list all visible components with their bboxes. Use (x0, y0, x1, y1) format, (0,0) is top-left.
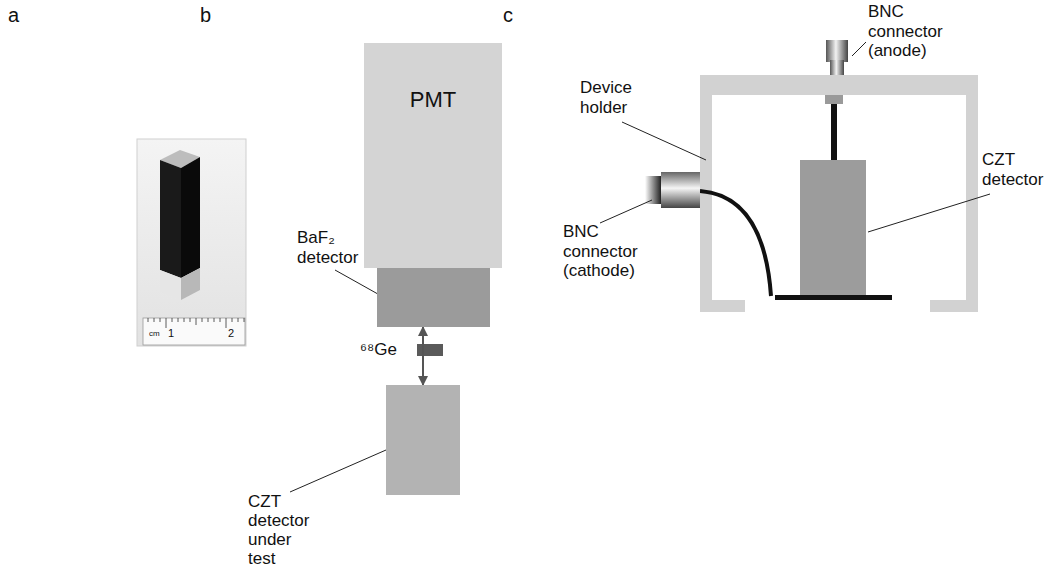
panel-letter: a (8, 4, 38, 27)
ruler-tick (220, 318, 221, 322)
detector-box: CZT detector under test (386, 385, 460, 495)
ruler-tick (244, 318, 245, 322)
leader-line (290, 450, 386, 492)
bnc-connector (661, 172, 700, 208)
ruler-tick (172, 318, 173, 322)
ruler-tick (232, 318, 233, 322)
ruler-tick (214, 318, 215, 322)
crystal-photo (137, 139, 246, 346)
ge68-source (417, 344, 443, 356)
box-label-holder: PMT (364, 43, 502, 268)
crystal-electrode (181, 268, 200, 300)
part-label: CZT detector under test (248, 492, 320, 568)
ruler-tick (148, 318, 149, 322)
gamma-path-arrow (422, 327, 424, 385)
photo-frame (137, 139, 246, 346)
ruler-tick (166, 318, 167, 328)
ruler-number: 1 (168, 327, 182, 340)
crystal-face (160, 160, 181, 278)
czt-crystal (800, 160, 866, 296)
ruler-unit: cm (149, 329, 169, 338)
pmt-box: PMT (364, 43, 502, 268)
part-label: CZT detector (982, 150, 1058, 189)
bnc-connector (830, 60, 844, 75)
anode-wire (831, 104, 837, 160)
ruler-tick (160, 318, 161, 322)
ruler-number: 2 (228, 327, 242, 340)
ruler-tick (154, 318, 155, 322)
ruler-tick (196, 318, 197, 325)
part-label: Device holder (580, 78, 652, 117)
detector-box: BaF₂ detector (377, 268, 490, 327)
source-label: ⁶⁸Ge (360, 340, 410, 360)
ruler-ticks (148, 318, 244, 328)
ruler-tick (208, 318, 209, 322)
anode-contact (825, 95, 843, 104)
ruler-tick (226, 318, 227, 328)
panel-letter: b (200, 4, 230, 27)
panel-letter: c (503, 4, 533, 27)
bnc-connector (645, 176, 661, 204)
cathode-plate (775, 295, 892, 300)
crystal-electrode (160, 270, 181, 300)
ruler-tick (178, 318, 179, 322)
leader-line (600, 200, 652, 223)
bnc-connector (826, 40, 848, 62)
ruler-tick (184, 318, 185, 322)
cathode-wire (700, 191, 771, 296)
ruler (143, 318, 245, 345)
box-label: PMT (410, 87, 456, 113)
leader-line (868, 194, 990, 232)
ruler-tick (238, 318, 239, 322)
ruler-tick (202, 318, 203, 322)
ruler-tick (190, 318, 191, 322)
part-label: BNC connector (cathode) (563, 222, 653, 281)
leader-line (622, 122, 706, 160)
device-holder (700, 75, 978, 312)
crystal-face (181, 157, 200, 278)
leader-line (852, 42, 866, 56)
part-label: BNC connector (anode) (868, 2, 958, 61)
part-label: BaF₂ detector (297, 228, 375, 267)
